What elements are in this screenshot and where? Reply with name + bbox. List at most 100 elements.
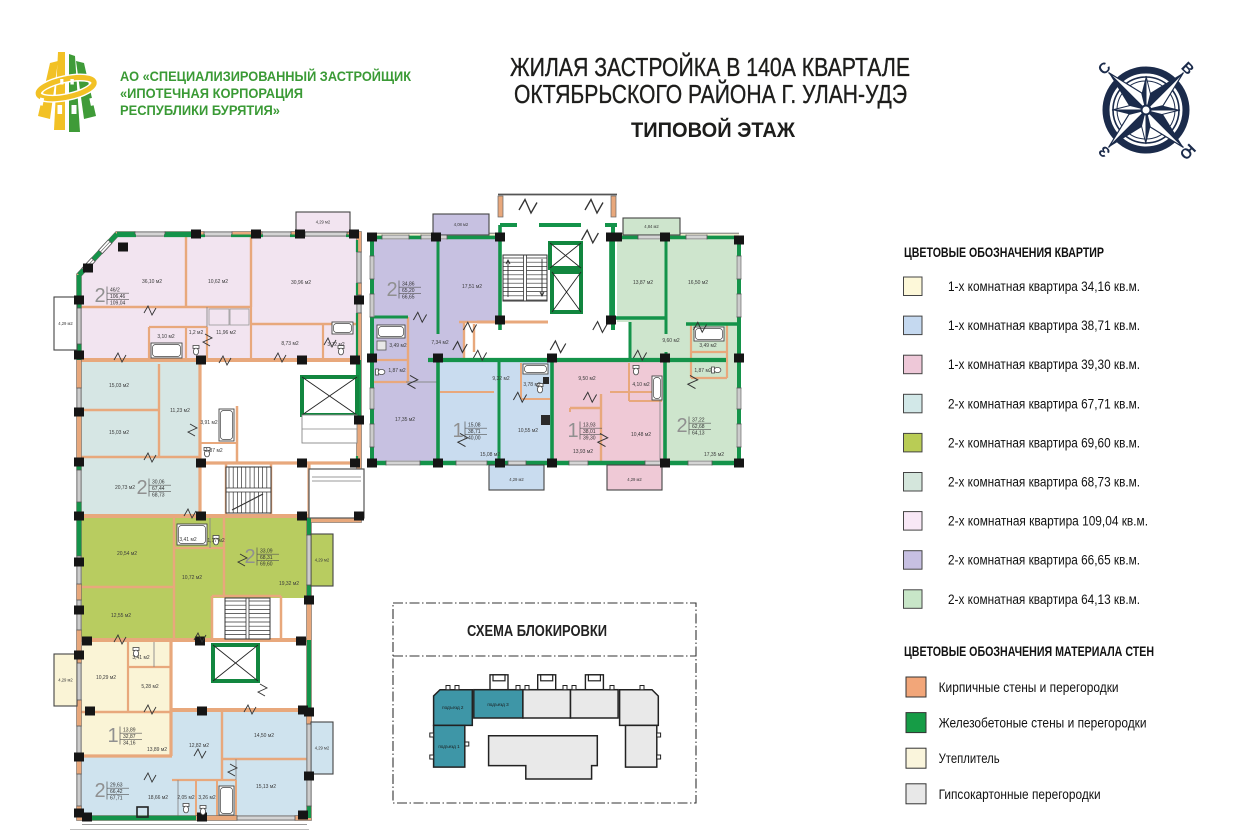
svg-text:10,72 м2: 10,72 м2 — [182, 575, 202, 581]
svg-text:1-х комнатная квартира 39,30 к: 1-х комнатная квартира 39,30 кв.м. — [948, 357, 1140, 372]
svg-text:3,26 м2: 3,26 м2 — [198, 795, 216, 801]
svg-text:68,73: 68,73 — [152, 493, 165, 499]
svg-text:2-х комнатная квартира 109,04: 2-х комнатная квартира 109,04 кв.м. — [948, 514, 1148, 529]
svg-text:29,63: 29,63 — [110, 783, 123, 789]
svg-text:3,41 м2: 3,41 м2 — [179, 537, 197, 543]
svg-text:ЖИЛАЯ ЗАСТРОЙКА В 140А КВАРТАЛ: ЖИЛАЯ ЗАСТРОЙКА В 140А КВАРТАЛЕ — [510, 52, 910, 82]
svg-text:3,78 м2: 3,78 м2 — [523, 382, 541, 388]
svg-text:1,2 м2: 1,2 м2 — [189, 330, 204, 336]
svg-text:16,50 м2: 16,50 м2 — [688, 280, 708, 286]
svg-text:10,48 м2: 10,48 м2 — [631, 432, 651, 438]
svg-text:34,16: 34,16 — [123, 741, 136, 747]
svg-text:30,06: 30,06 — [152, 480, 165, 486]
svg-text:3,91 м2: 3,91 м2 — [200, 420, 218, 426]
svg-text:4,29 м2: 4,29 м2 — [58, 321, 73, 326]
svg-text:Железобетоные стены и перегоро: Железобетоные стены и перегородки — [939, 716, 1147, 731]
svg-text:2: 2 — [94, 285, 105, 307]
svg-text:1,17 м2: 1,17 м2 — [207, 538, 225, 544]
svg-text:ЦВЕТОВЫЕ ОБОЗНАЧЕНИЯ МАТЕРИАЛА: ЦВЕТОВЫЕ ОБОЗНАЧЕНИЯ МАТЕРИАЛА СТЕН — [904, 643, 1154, 659]
svg-text:3,72 м2: 3,72 м2 — [327, 342, 345, 348]
svg-text:4,84 м2: 4,84 м2 — [644, 224, 659, 229]
svg-text:2-х комнатная квартира 64,13 к: 2-х комнатная квартира 64,13 кв.м. — [948, 592, 1140, 607]
svg-text:1-х комнатная квартира 34,16 к: 1-х комнатная квартира 34,16 кв.м. — [948, 279, 1140, 294]
svg-text:109,04: 109,04 — [110, 301, 126, 307]
svg-text:1: 1 — [452, 420, 463, 442]
svg-text:10,29 м2: 10,29 м2 — [96, 675, 116, 681]
svg-text:17,35 м2: 17,35 м2 — [395, 417, 415, 423]
svg-text:2: 2 — [386, 279, 397, 301]
svg-text:67,71: 67,71 — [110, 796, 123, 802]
svg-text:38,01: 38,01 — [583, 429, 596, 435]
svg-text:34,86: 34,86 — [402, 282, 415, 288]
svg-text:62,68: 62,68 — [692, 424, 705, 430]
svg-text:«ИПОТЕЧНАЯ КОРПОРАЦИЯ: «ИПОТЕЧНАЯ КОРПОРАЦИЯ — [120, 86, 303, 101]
svg-text:1: 1 — [567, 420, 578, 442]
svg-text:20,73 м2: 20,73 м2 — [115, 485, 135, 491]
svg-text:Гипсокартонные перегородки: Гипсокартонные перегородки — [939, 787, 1101, 802]
svg-text:13,87 м2: 13,87 м2 — [633, 280, 653, 286]
svg-text:ТИПОВОЙ ЭТАЖ: ТИПОВОЙ ЭТАЖ — [631, 118, 796, 142]
svg-text:13,89: 13,89 — [123, 728, 136, 734]
svg-text:37,22: 37,22 — [692, 418, 705, 424]
svg-text:Утеплитель: Утеплитель — [939, 751, 1000, 766]
svg-text:4,29 м2: 4,29 м2 — [316, 220, 331, 225]
svg-text:1: 1 — [107, 725, 118, 747]
svg-text:2: 2 — [136, 477, 147, 499]
svg-text:15,08 м2: 15,08 м2 — [480, 452, 500, 458]
svg-text:2-х комнатная квартира 67,71 к: 2-х комнатная квартира 67,71 кв.м. — [948, 396, 1140, 411]
svg-text:подъезд 2: подъезд 2 — [442, 705, 464, 710]
svg-text:14,50 м2: 14,50 м2 — [254, 733, 274, 739]
svg-text:СХЕМА БЛОКИРОВКИ: СХЕМА БЛОКИРОВКИ — [467, 623, 607, 640]
svg-text:2: 2 — [244, 546, 255, 568]
svg-text:39,30: 39,30 — [583, 436, 596, 442]
svg-text:15,08: 15,08 — [468, 423, 481, 429]
svg-text:106,46: 106,46 — [110, 294, 126, 300]
svg-text:ОКТЯБРЬСКОГО РАЙОНА Г. УЛАН-УД: ОКТЯБРЬСКОГО РАЙОНА Г. УЛАН-УДЭ — [514, 79, 907, 109]
svg-text:69,60: 69,60 — [260, 562, 273, 568]
svg-text:2-х комнатная квартира 68,73 к: 2-х комнатная квартира 68,73 кв.м. — [948, 475, 1140, 490]
svg-text:ЦВЕТОВЫЕ ОБОЗНАЧЕНИЯ КВАРТИР: ЦВЕТОВЫЕ ОБОЗНАЧЕНИЯ КВАРТИР — [904, 244, 1104, 260]
svg-text:66,42: 66,42 — [110, 789, 123, 795]
svg-text:9,60 м2: 9,60 м2 — [662, 338, 680, 344]
svg-text:АО «СПЕЦИАЛИЗИРОВАННЫЙ ЗАСТРОЙ: АО «СПЕЦИАЛИЗИРОВАННЫЙ ЗАСТРОЙЩИК — [120, 69, 412, 84]
svg-text:9,32 м2: 9,32 м2 — [492, 376, 510, 382]
svg-text:15,03 м2: 15,03 м2 — [109, 383, 129, 389]
svg-text:2-х комнатная квартира 66,65 к: 2-х комнатная квартира 66,65 кв.м. — [948, 553, 1140, 568]
svg-text:4,10 м2: 4,10 м2 — [632, 382, 650, 388]
svg-text:12,55 м2: 12,55 м2 — [111, 613, 131, 619]
svg-text:8,73 м2: 8,73 м2 — [281, 341, 299, 347]
svg-text:1,87 м2: 1,87 м2 — [205, 448, 223, 454]
svg-text:1,87 м2: 1,87 м2 — [694, 368, 712, 374]
svg-text:подъезд 1: подъезд 1 — [438, 744, 460, 749]
svg-text:3,49 м2: 3,49 м2 — [389, 343, 407, 349]
svg-text:13,89 м2: 13,89 м2 — [147, 747, 167, 753]
svg-text:Кирпичные стены и перегородки: Кирпичные стены и перегородки — [939, 680, 1119, 695]
svg-text:33,09: 33,09 — [260, 549, 273, 555]
svg-text:4,29 м2: 4,29 м2 — [509, 477, 524, 482]
svg-text:10,62 м2: 10,62 м2 — [208, 279, 228, 285]
svg-text:13,93: 13,93 — [583, 423, 596, 429]
svg-text:20,54 м2: 20,54 м2 — [117, 551, 137, 557]
svg-text:2,05 м2: 2,05 м2 — [177, 795, 195, 801]
svg-text:12,82 м2: 12,82 м2 — [189, 743, 209, 749]
svg-text:4,29 м2: 4,29 м2 — [315, 746, 330, 751]
svg-text:3,41 м2: 3,41 м2 — [132, 655, 150, 661]
svg-text:3,49 м2: 3,49 м2 — [699, 343, 717, 349]
svg-text:38,71: 38,71 — [468, 429, 481, 435]
svg-text:4,29 м2: 4,29 м2 — [58, 678, 73, 683]
svg-text:18,66 м2: 18,66 м2 — [148, 795, 168, 801]
svg-text:1-х комнатная квартира 38,71 к: 1-х комнатная квартира 38,71 кв.м. — [948, 318, 1140, 333]
svg-text:66,65: 66,65 — [402, 295, 415, 301]
svg-text:9,50 м2: 9,50 м2 — [578, 376, 596, 382]
svg-text:36,10 м2: 36,10 м2 — [142, 279, 162, 285]
svg-text:19,32 м2: 19,32 м2 — [279, 581, 299, 587]
svg-text:11,23 м2: 11,23 м2 — [170, 408, 190, 414]
svg-text:4,29 м2: 4,29 м2 — [315, 558, 330, 563]
svg-text:4,08 м2: 4,08 м2 — [454, 222, 469, 227]
svg-text:40,00: 40,00 — [468, 436, 481, 442]
svg-text:7,34 м2: 7,34 м2 — [431, 340, 449, 346]
svg-text:32,87: 32,87 — [123, 734, 136, 740]
svg-text:11,96 м2: 11,96 м2 — [216, 330, 236, 336]
svg-text:5,28 м2: 5,28 м2 — [141, 684, 159, 690]
svg-text:15,13 м2: 15,13 м2 — [256, 784, 276, 790]
